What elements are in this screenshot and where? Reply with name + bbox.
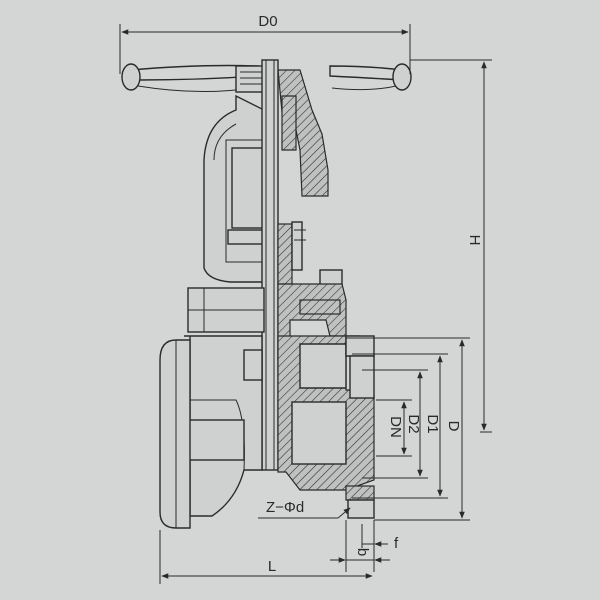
label-d2: D2 xyxy=(405,414,422,433)
label-d1: D1 xyxy=(424,414,441,433)
body-section xyxy=(277,335,375,491)
leader-zphid xyxy=(258,507,351,519)
label-zphid: Z−Φd xyxy=(266,499,304,516)
label-b: b xyxy=(354,548,371,556)
dim-l xyxy=(159,530,373,584)
label-l: L xyxy=(268,558,276,575)
stem xyxy=(261,59,279,471)
bonnet-flange xyxy=(187,283,347,361)
dim-d0 xyxy=(119,24,411,74)
dim-b-f xyxy=(330,520,390,572)
label-h: H xyxy=(466,235,483,246)
dim-h xyxy=(410,59,492,433)
label-dn: DN xyxy=(387,416,404,438)
label-d: D xyxy=(445,421,462,432)
left-flange xyxy=(159,339,191,529)
label-f: f xyxy=(394,535,399,552)
right-flange xyxy=(345,335,375,519)
dim-diameters xyxy=(346,337,470,521)
yoke xyxy=(203,94,269,283)
yoke-section xyxy=(277,69,329,197)
label-d0: D0 xyxy=(258,13,277,30)
valve-body xyxy=(184,335,263,517)
